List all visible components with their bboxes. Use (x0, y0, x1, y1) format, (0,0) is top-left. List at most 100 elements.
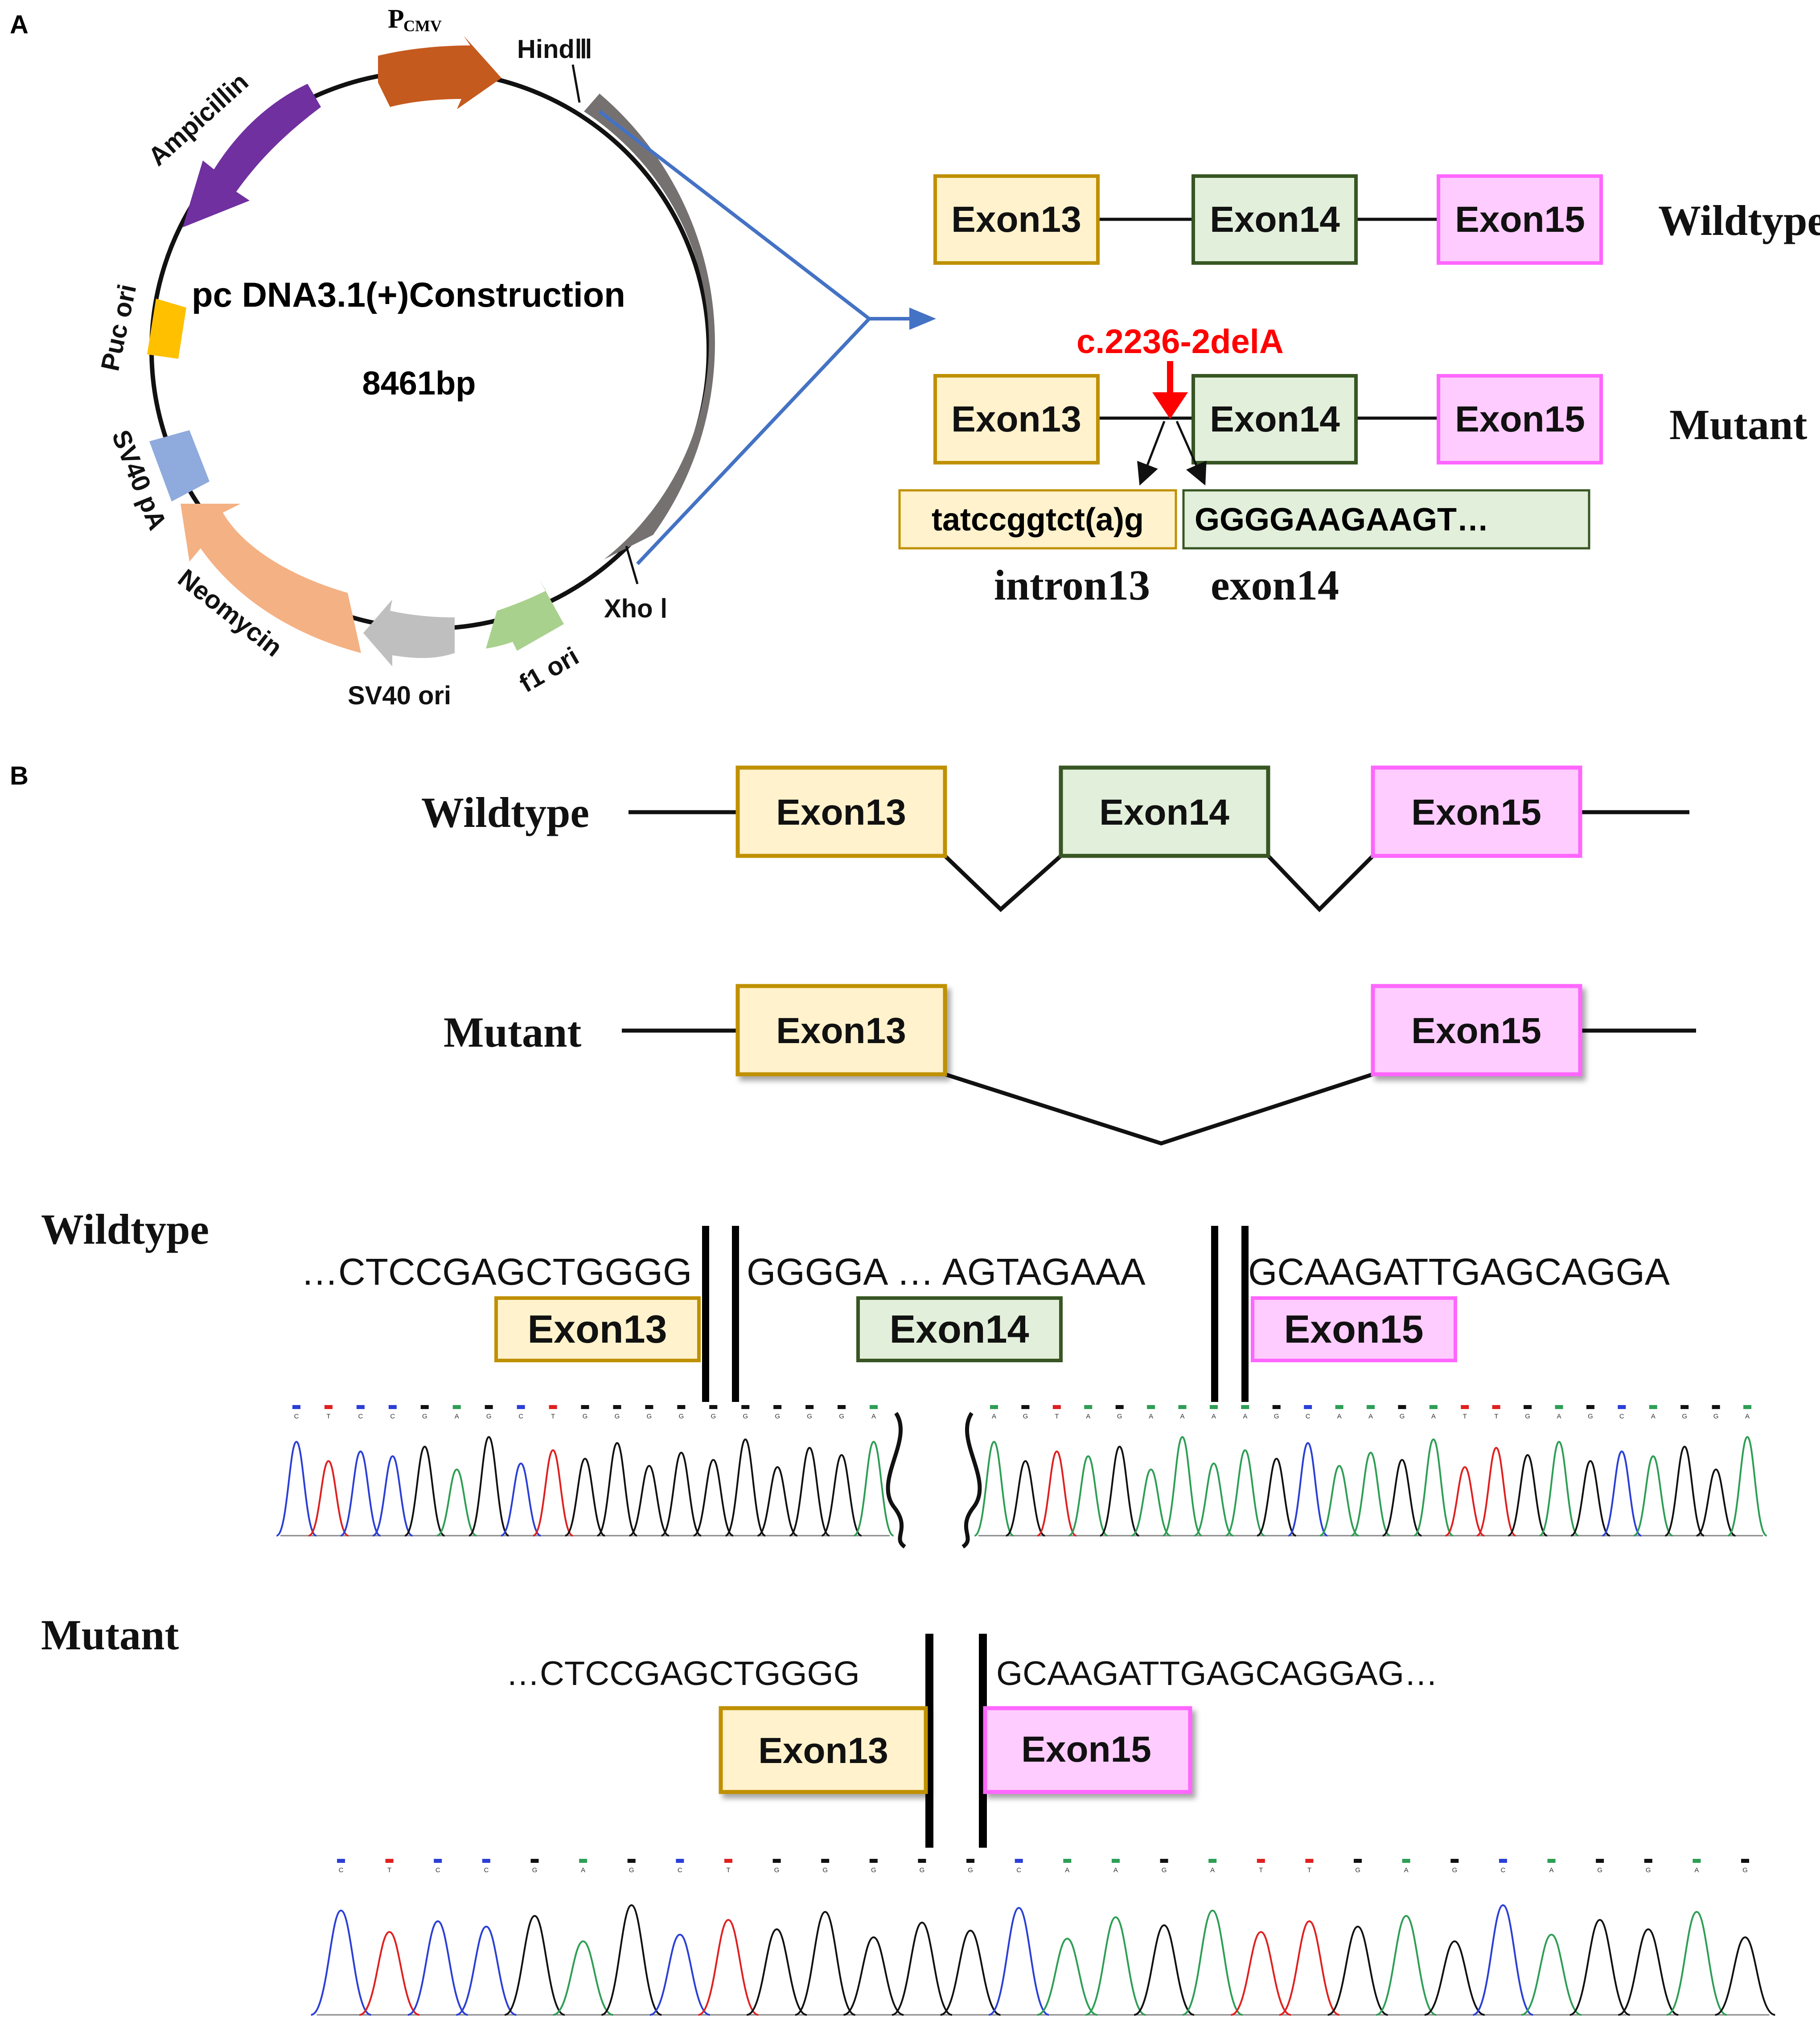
base-call-letter: T (1055, 1413, 1059, 1420)
base-call-letter: C (1016, 1866, 1021, 1874)
exon13-box (933, 374, 1100, 464)
f1-ori-arrow (486, 579, 564, 651)
base-call-letter: G (920, 1866, 925, 1874)
base-call-letter: G (871, 1866, 876, 1874)
base-call-letter: T (1494, 1413, 1498, 1420)
base-call-marker (1524, 1405, 1532, 1409)
trace-peak (436, 1468, 477, 1537)
pointer-intron (1137, 421, 1166, 486)
base-call-letter: G (775, 1413, 780, 1420)
base-call-marker (1492, 1405, 1500, 1409)
break-mark-right (961, 1412, 982, 1549)
trace-peak (1100, 1446, 1140, 1537)
exon13-box (735, 765, 947, 858)
trace-peak (1508, 1454, 1548, 1537)
base-call-letter: C (339, 1866, 344, 1874)
base-call-letter: G (1713, 1413, 1719, 1420)
base-call-marker (452, 1405, 461, 1409)
ampicillin-arrow (183, 84, 321, 227)
trace-peak (629, 1465, 670, 1537)
pcmv-arrow (378, 36, 501, 109)
base-call-letter: G (1355, 1866, 1360, 1874)
seq-mutant-label: Mutant (41, 1611, 179, 1659)
base-call-letter: A (1149, 1413, 1153, 1420)
trace-peak (1037, 1450, 1077, 1537)
trace-peak (661, 1451, 702, 1537)
base-call-marker (1305, 1859, 1314, 1863)
trace-peak (1382, 1459, 1422, 1537)
splicing-wildtype: Wildtype Exon13 Exon14 Exon15 (421, 765, 1689, 912)
base-call-marker (292, 1405, 300, 1409)
base-call-letter: A (1549, 1866, 1554, 1874)
trace-peak (1327, 1925, 1388, 2016)
base-call-letter: T (551, 1413, 555, 1420)
base-call-marker (337, 1859, 345, 1863)
base-call-marker (1596, 1859, 1604, 1863)
trace-peak (693, 1459, 734, 1537)
exon-sequence-box (1182, 489, 1590, 550)
base-call-marker (420, 1405, 429, 1409)
trace-peak (1521, 1933, 1582, 2016)
base-call-letter: A (1745, 1413, 1750, 1420)
base-call-marker (1618, 1405, 1626, 1409)
base-call-letter: A (1651, 1413, 1656, 1420)
base-call-letter: G (1597, 1866, 1602, 1874)
trace-peak (974, 1441, 1014, 1537)
base-call-marker (324, 1405, 333, 1409)
base-call-marker (1354, 1859, 1362, 1863)
pcmv-label-p: P (388, 4, 404, 33)
exon14-box (1059, 765, 1270, 858)
exon13-label: Exon13 (776, 1011, 906, 1051)
exon15-label: Exon15 (1411, 1011, 1541, 1051)
base-call-marker (613, 1405, 621, 1409)
splicing-mutant-label: Mutant (444, 1008, 581, 1056)
base-call-letter: G (1588, 1413, 1593, 1420)
mutant-label: Mutant (1669, 401, 1807, 448)
exon13-label: Exon13 (951, 399, 1081, 440)
base-call-letter: A (1557, 1413, 1561, 1420)
exon14-box (856, 1296, 1063, 1362)
base-call-marker (645, 1405, 653, 1409)
base-call-marker (918, 1859, 926, 1863)
base-call-marker (1052, 1405, 1061, 1409)
base-call-marker (1586, 1405, 1594, 1409)
base-call-letter: G (711, 1413, 716, 1420)
base-call-letter: A (1065, 1866, 1069, 1874)
mutation-arrowhead (1152, 392, 1188, 419)
trace-peak (468, 1436, 509, 1537)
base-call-marker (1209, 1405, 1218, 1409)
trace-peak (1037, 1937, 1098, 2016)
base-call-letter: A (1180, 1413, 1184, 1420)
base-call-marker (677, 1405, 686, 1409)
seq-wildtype-label: Wildtype (41, 1205, 209, 1253)
trace-peak (565, 1458, 605, 1537)
trace-peak (1569, 1919, 1631, 2016)
trace-peak (407, 1920, 468, 2016)
trace-peak (1376, 1915, 1437, 2016)
wt-seq-exon13: …CTCCGAGCTGGGG (301, 1251, 692, 1293)
trace-peak (1570, 1460, 1610, 1537)
base-call-letter: G (615, 1413, 620, 1420)
base-call-letter: G (839, 1413, 844, 1420)
hindiii-label: HindⅢ (517, 35, 592, 64)
exon-skipping-junction (944, 1072, 1374, 1146)
base-call-letter: T (1307, 1866, 1311, 1874)
mutation-label: c.2236-2delA (1076, 323, 1284, 361)
trace-peak (789, 1447, 830, 1537)
base-call-marker (517, 1405, 525, 1409)
base-call-marker (1160, 1859, 1168, 1863)
trace-peak (308, 1460, 349, 1537)
trace-peak (601, 1904, 662, 2016)
base-call-marker (1743, 1405, 1751, 1409)
trace-peak (1131, 1468, 1171, 1537)
base-call-marker (676, 1859, 684, 1863)
base-call-letter: G (1646, 1866, 1651, 1874)
trace-peak (1194, 1462, 1234, 1537)
base-call-marker (990, 1405, 998, 1409)
trace-peak (404, 1446, 445, 1537)
base-call-letter: T (326, 1413, 330, 1420)
base-call-letter: T (726, 1866, 730, 1874)
